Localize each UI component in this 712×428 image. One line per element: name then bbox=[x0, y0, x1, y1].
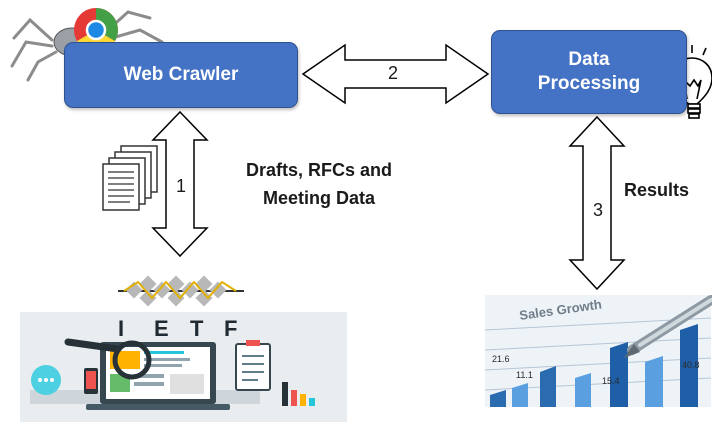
svg-text:11.1: 11.1 bbox=[516, 370, 533, 380]
data-processing-label-line2: Processing bbox=[537, 73, 641, 94]
web-crawler-label: Web Crawler bbox=[123, 64, 239, 85]
network-ribbon bbox=[118, 275, 244, 307]
svg-text:40.8: 40.8 bbox=[682, 360, 700, 370]
svg-text:F: F bbox=[224, 316, 237, 341]
edge-2-number: 2 bbox=[388, 63, 399, 83]
edge-1-label: Drafts, RFCs and Meeting Data bbox=[224, 156, 414, 212]
arrow-2 bbox=[301, 43, 490, 105]
edge-1-number: 1 bbox=[176, 176, 187, 196]
arrow-3 bbox=[568, 115, 626, 291]
data-processing-label-line1: Data bbox=[568, 49, 610, 70]
edge-1-label-line1: Drafts, RFCs and bbox=[245, 160, 393, 180]
web-crawler-node: Web Crawler bbox=[64, 42, 298, 108]
sales-chart-photo: Sales Growth 21.6 11.1 15.4 40.8 bbox=[484, 295, 712, 407]
data-processing-node: Data Processing bbox=[491, 30, 687, 114]
arrow-1 bbox=[151, 110, 209, 258]
svg-text:I: I bbox=[118, 316, 124, 341]
edge-3-number: 3 bbox=[593, 200, 604, 220]
documents-icon bbox=[102, 145, 158, 211]
edge-1-label-line2: Meeting Data bbox=[262, 188, 376, 208]
svg-text:E: E bbox=[154, 316, 169, 341]
edge-3-label: Results bbox=[624, 180, 690, 200]
svg-text:21.6: 21.6 bbox=[492, 354, 510, 364]
ietf-illustration: I E T F bbox=[20, 312, 347, 422]
svg-text:15.4: 15.4 bbox=[602, 376, 620, 386]
svg-text:T: T bbox=[190, 316, 204, 341]
